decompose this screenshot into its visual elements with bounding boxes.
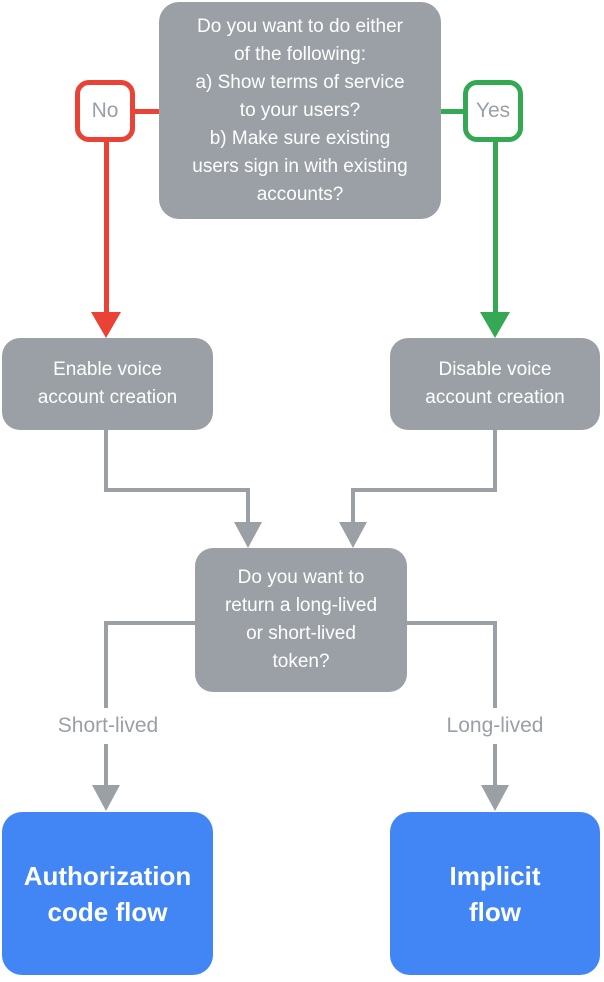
connector-disable-drop [351,488,355,522]
connector-enable-right [104,488,250,492]
connector-longlived-vertical [493,621,497,786]
connector-shortlived-vertical [104,621,108,786]
connector-disable-left [351,488,497,492]
connector-yes-vertical [493,142,498,312]
node-question-terms-text: Do you want to do either of the followin… [192,15,408,205]
arrowhead-down-authcode-icon [92,785,120,811]
connector-disable-down [493,430,497,492]
node-question-terms: Do you want to do either of the followin… [159,2,441,219]
branch-label-long-lived-text: Long-lived [446,714,544,737]
connector-longlived-horizontal [407,621,497,625]
branch-label-yes-text: Yes [475,99,511,122]
branch-label-short-lived: Short-lived [23,708,193,744]
node-question-token: Do you want to return a long-lived or sh… [195,548,407,692]
node-implicit-flow-text: Implicit flow [449,860,541,927]
branch-label-no-text: No [91,99,119,122]
branch-label-long-lived: Long-lived [410,708,580,744]
connector-enable-down [104,430,108,492]
node-enable-text: Enable voice account creation [37,359,178,408]
branch-label-short-lived-text: Short-lived [57,714,159,737]
connector-no-vertical [104,142,109,312]
node-authorization-code-flow: Authorization code flow [2,812,213,975]
connector-yes-horizontal [441,109,463,114]
node-disable-voice-account-creation: Disable voice account creation [390,338,600,430]
connector-shortlived-horizontal [104,621,195,625]
node-implicit-flow: Implicit flow [390,812,600,975]
arrowhead-down-gray-right-icon [339,522,367,548]
arrowhead-down-green-icon [480,312,510,338]
connector-no-horizontal [135,109,159,114]
arrowhead-down-red-icon [91,312,121,338]
connector-enable-drop [246,488,250,522]
node-disable-text: Disable voice account creation [425,359,565,408]
node-question-token-text: Do you want to return a long-lived or sh… [224,567,378,672]
branch-label-no: No [75,80,135,142]
branch-label-yes: Yes [463,80,523,142]
arrowhead-down-gray-left-icon [234,522,262,548]
node-authorization-code-flow-text: Authorization code flow [23,860,192,927]
arrowhead-down-implicit-icon [481,785,509,811]
node-enable-voice-account-creation: Enable voice account creation [2,338,213,430]
